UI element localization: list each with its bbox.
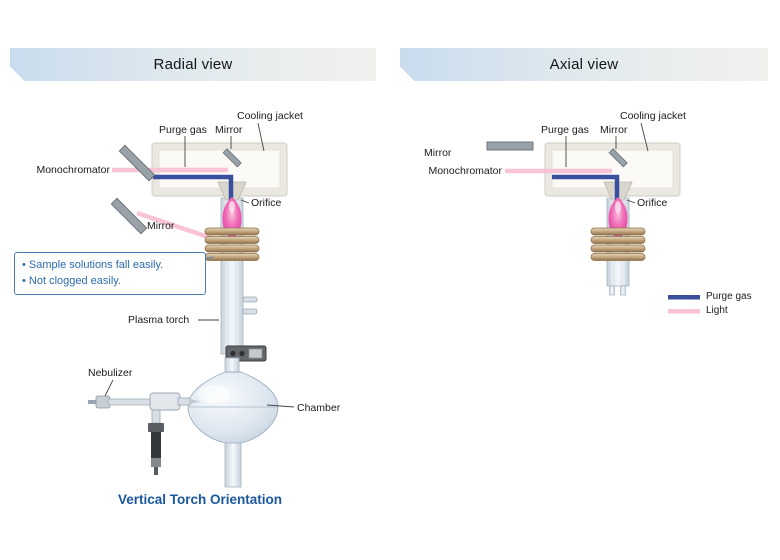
radial-mirror-lower-label: Mirror <box>147 220 175 232</box>
axial-diagram <box>486 122 700 314</box>
radial-nebulizer-label: Nebulizer <box>88 367 133 379</box>
radial-mirror-top-label: Mirror <box>215 124 243 136</box>
radial-caption: Vertical Torch Orientation <box>117 492 283 507</box>
radial-purge-gas-line <box>153 174 234 203</box>
axial-in-jacket-mirror-icon <box>608 148 628 168</box>
axial-orifice-label: Orifice <box>637 197 668 209</box>
radial-callout-box: • Sample solutions fall easily. • Not cl… <box>14 252 206 295</box>
axial-mirror-top-label: Mirror <box>600 124 628 136</box>
callout-line-2: • Not clogged easily. <box>22 274 122 287</box>
radial-cooling-jacket-label: Cooling jacket <box>237 110 303 122</box>
legend-purge-gas-swatch <box>668 295 700 300</box>
radial-monochromator-label: Monochromator <box>36 164 110 176</box>
radial-induction-coil <box>204 227 260 261</box>
axial-induction-coil <box>590 227 646 261</box>
axial-view-title: Axial view <box>549 56 619 73</box>
radial-nebulizer <box>88 392 200 475</box>
radial-leader-lines <box>104 122 295 408</box>
callout-line-1: • Sample solutions fall easily. <box>22 259 164 271</box>
radial-view-header: Radial view <box>10 48 376 81</box>
axial-mirror-side-label: Mirror <box>424 147 452 159</box>
axial-purge-gas-line <box>552 174 620 203</box>
legend-light-swatch <box>668 309 700 314</box>
axial-cooling-jacket-label: Cooling jacket <box>620 110 686 122</box>
radial-diagram <box>88 122 295 488</box>
axial-purge-gas-label: Purge gas <box>541 124 589 136</box>
radial-upper-mirror-icon <box>118 144 156 182</box>
radial-purge-gas-label: Purge gas <box>159 124 207 136</box>
axial-leader-lines <box>565 122 649 204</box>
legend-purge-gas-label: Purge gas <box>706 291 752 302</box>
radial-drain-tube <box>224 442 242 488</box>
radial-chamber <box>187 371 279 444</box>
radial-in-jacket-mirror-icon <box>222 148 242 168</box>
radial-orifice-label: Orifice <box>251 197 282 209</box>
radial-view-title: Radial view <box>153 56 233 73</box>
axial-view-header: Axial view <box>400 48 768 81</box>
axial-monochromator-label: Monochromator <box>428 165 502 177</box>
radial-torch-bracket <box>225 345 267 362</box>
radial-chamber-label: Chamber <box>297 402 341 414</box>
axial-side-mirror-icon <box>486 141 534 151</box>
radial-lower-mirror-icon <box>110 197 148 235</box>
legend-light-label: Light <box>706 305 728 316</box>
radial-plasma-torch-label: Plasma torch <box>128 314 190 326</box>
